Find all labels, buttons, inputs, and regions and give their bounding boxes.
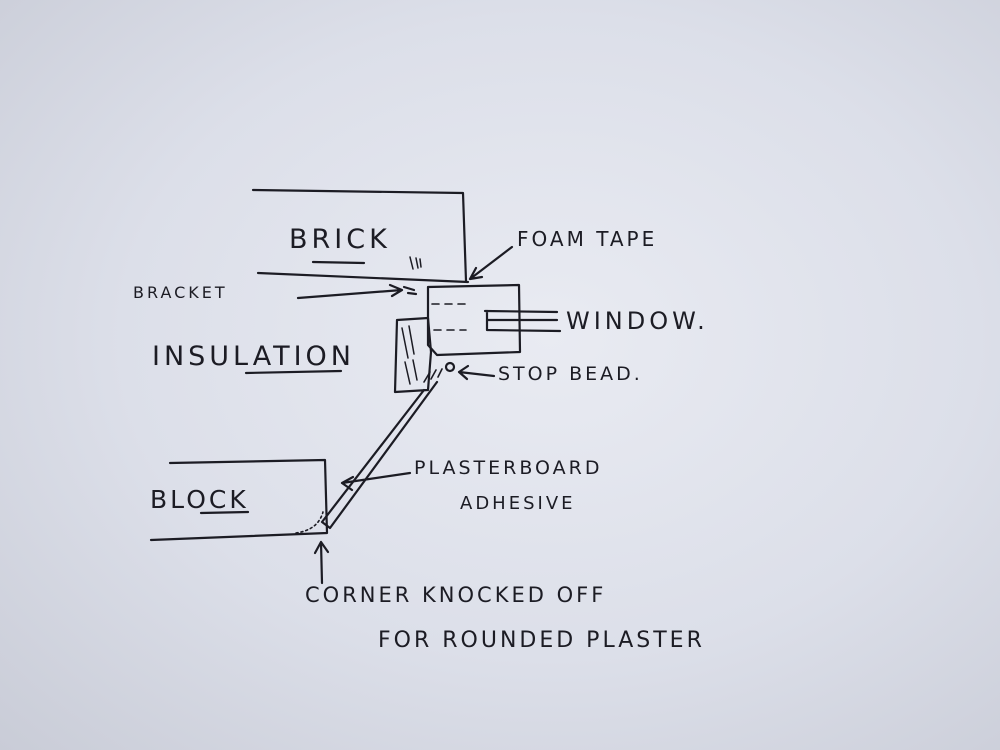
block-label-underline <box>199 510 250 515</box>
insulation-block <box>393 316 433 394</box>
block-outline <box>149 458 329 542</box>
stop-bead-circle <box>444 361 456 373</box>
rounded-plaster-label: FOR ROUNDED PLASTER <box>378 628 705 653</box>
window-glass <box>483 309 562 333</box>
stop-bead-label: STOP BEAD. <box>498 363 643 385</box>
corner-arrow <box>313 540 330 585</box>
plasterboard-adhesive-arrow <box>340 471 412 492</box>
bracket-clip <box>402 285 418 296</box>
bracket-arrow <box>296 283 404 300</box>
insulation-label-underline <box>244 369 343 375</box>
stop-bead-marks <box>423 368 443 383</box>
window-frame <box>426 283 522 357</box>
insulation-hatching <box>401 325 418 385</box>
bracket-label: BRACKET <box>133 283 228 302</box>
window-label: WINDOW. <box>566 307 709 335</box>
bracket-fixing-marks <box>409 256 422 270</box>
plasterboard-lining <box>320 380 439 530</box>
corner-knocked-off-label: CORNER KNOCKED OFF <box>305 583 607 607</box>
window-frame-dashes <box>431 303 467 331</box>
block-label: BLOCK <box>150 485 249 514</box>
brick-label-underline <box>311 260 366 265</box>
bracket-line <box>256 271 470 284</box>
brick-label: BRICK <box>289 224 391 255</box>
stop-bead-arrow <box>457 364 496 381</box>
adhesive-label: ADHESIVE <box>460 493 576 514</box>
insulation-label: INSULATION <box>152 341 356 372</box>
plasterboard-label: PLASTERBOARD <box>414 457 603 479</box>
corner-knocked-off-curve <box>295 511 324 534</box>
brick-outline <box>251 188 468 283</box>
foam-tape-arrow <box>468 245 514 281</box>
foam-tape-label: FOAM TAPE <box>517 227 658 251</box>
